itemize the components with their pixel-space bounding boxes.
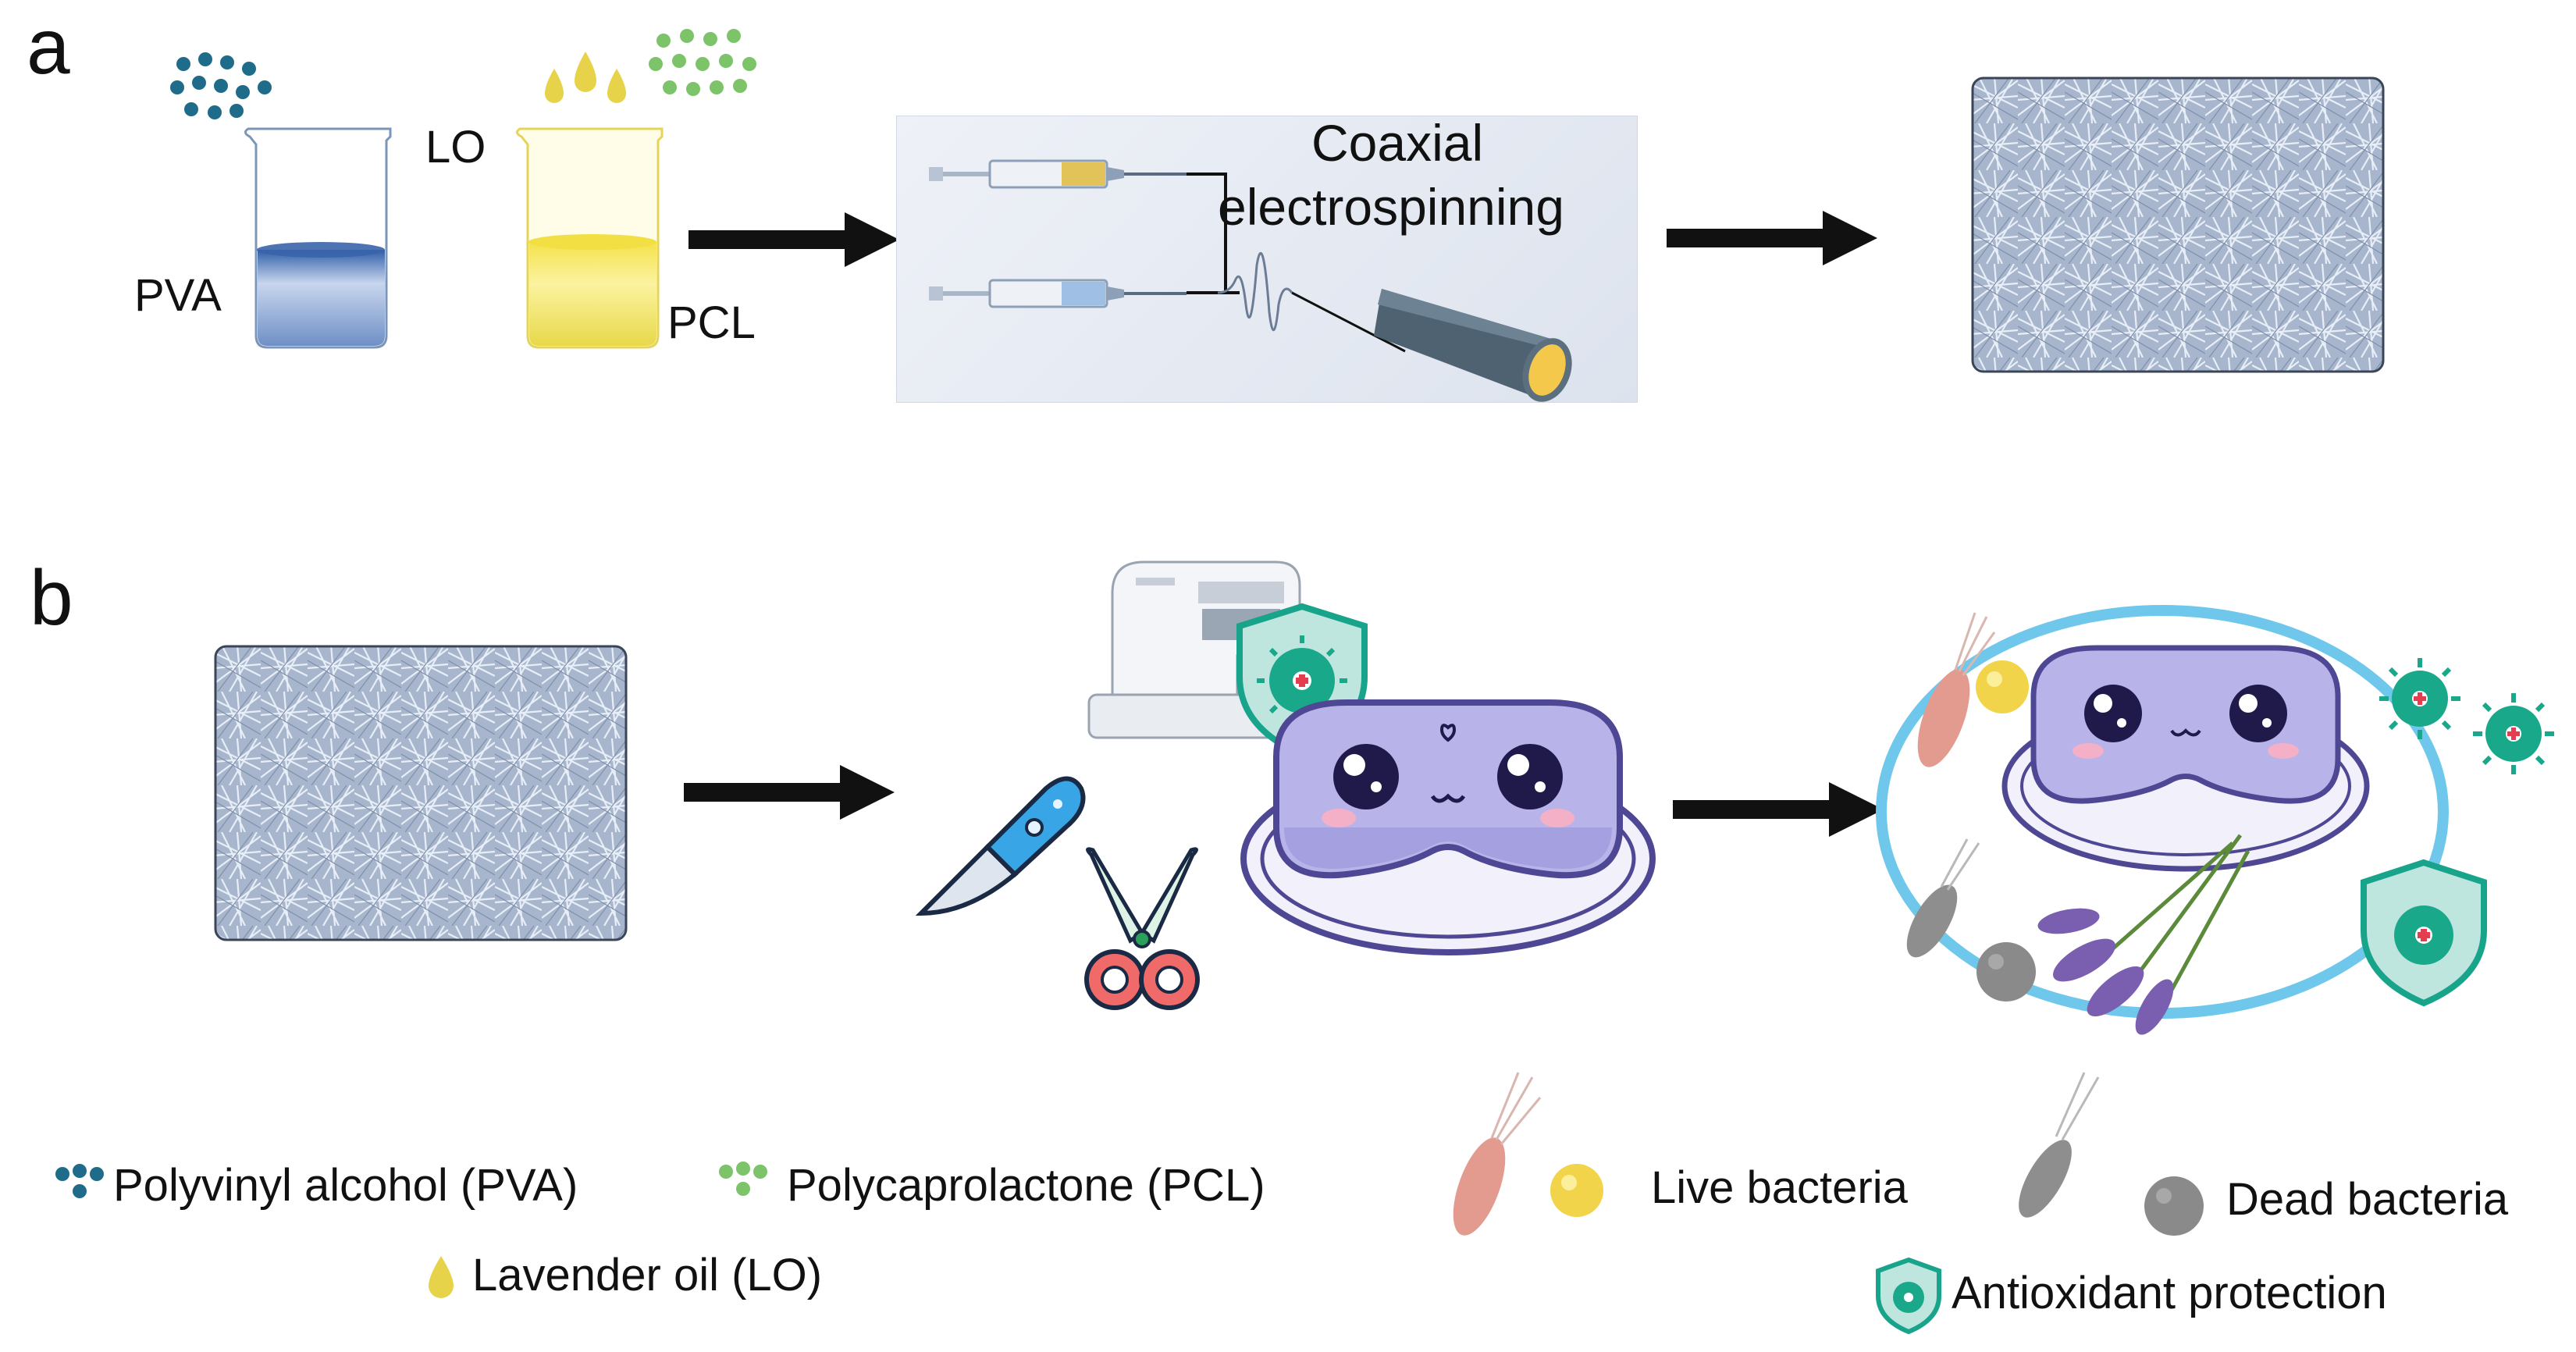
syringe-bottom-icon (929, 279, 1187, 308)
legend-live-bacteria-icon (1453, 1072, 1542, 1236)
shield-final-icon (2361, 859, 2487, 1007)
pcl-particles-icon (649, 29, 756, 96)
legend-live-label: Live bacteria (1651, 1162, 1908, 1213)
process-title-line1: Coaxial (1311, 114, 1484, 172)
process-arrow-2 (1667, 211, 1877, 265)
legend-dead-label: Dead bacteria (2226, 1174, 2509, 1225)
coaxial-fiber-icon (1374, 289, 1572, 402)
pva-label: PVA (134, 270, 222, 321)
virus-icon-1 (2379, 658, 2460, 739)
scissors-icon (1084, 847, 1200, 1010)
legend-pva-icon (55, 1164, 104, 1198)
spinneret-connector (1187, 173, 1240, 294)
live-bacteria-icon (1917, 612, 1996, 767)
dead-bacteria-icon (1906, 838, 1980, 958)
lavender-icon (2037, 834, 2250, 1035)
legend-dead-bacteria-icon (2019, 1072, 2100, 1218)
pcl-beaker-icon (516, 127, 664, 349)
legend-lo-label: Lavender oil (LO) (472, 1250, 823, 1300)
lo-label: LO (425, 122, 486, 173)
pva-particles-icon (170, 52, 272, 119)
legend-antioxidant-label: Antioxidant protection (1952, 1268, 2387, 1318)
legend-pva-label: Polyvinyl alcohol (PVA) (113, 1160, 578, 1211)
knife-icon (915, 776, 1086, 916)
lo-drops-icon (545, 52, 626, 103)
panel-b-letter: b (30, 554, 73, 642)
fiber-mat-b-icon (214, 645, 628, 941)
sleep-mask-final-icon (2001, 645, 2370, 872)
dead-bacteria-sphere-icon (1976, 942, 2036, 1002)
legend-pcl-label: Polycaprolactone (PCL) (787, 1160, 1265, 1211)
legend-live-sphere-icon (1550, 1164, 1603, 1217)
process-title-line2: electrospinning (1218, 178, 1564, 236)
fiber-mat-icon (1971, 76, 2385, 373)
process-arrow-1 (688, 212, 899, 267)
panel-a-letter: a (27, 3, 70, 91)
legend-lo-icon (429, 1256, 454, 1298)
pcl-label: PCL (667, 297, 756, 348)
process-arrow-3 (684, 765, 895, 820)
jet-wave-icon (1217, 251, 1406, 353)
legend-pcl-icon (719, 1162, 767, 1196)
process-arrow-4 (1673, 782, 1884, 837)
sleep-mask-icon (1240, 699, 1656, 955)
syringe-top-icon (929, 159, 1187, 189)
live-bacteria-sphere-icon (1976, 660, 2029, 713)
legend-antioxidant-icon (1876, 1257, 1941, 1335)
virus-icon-2 (2473, 693, 2554, 774)
legend-dead-sphere-icon (2144, 1176, 2204, 1236)
pva-beaker-icon (244, 127, 392, 349)
